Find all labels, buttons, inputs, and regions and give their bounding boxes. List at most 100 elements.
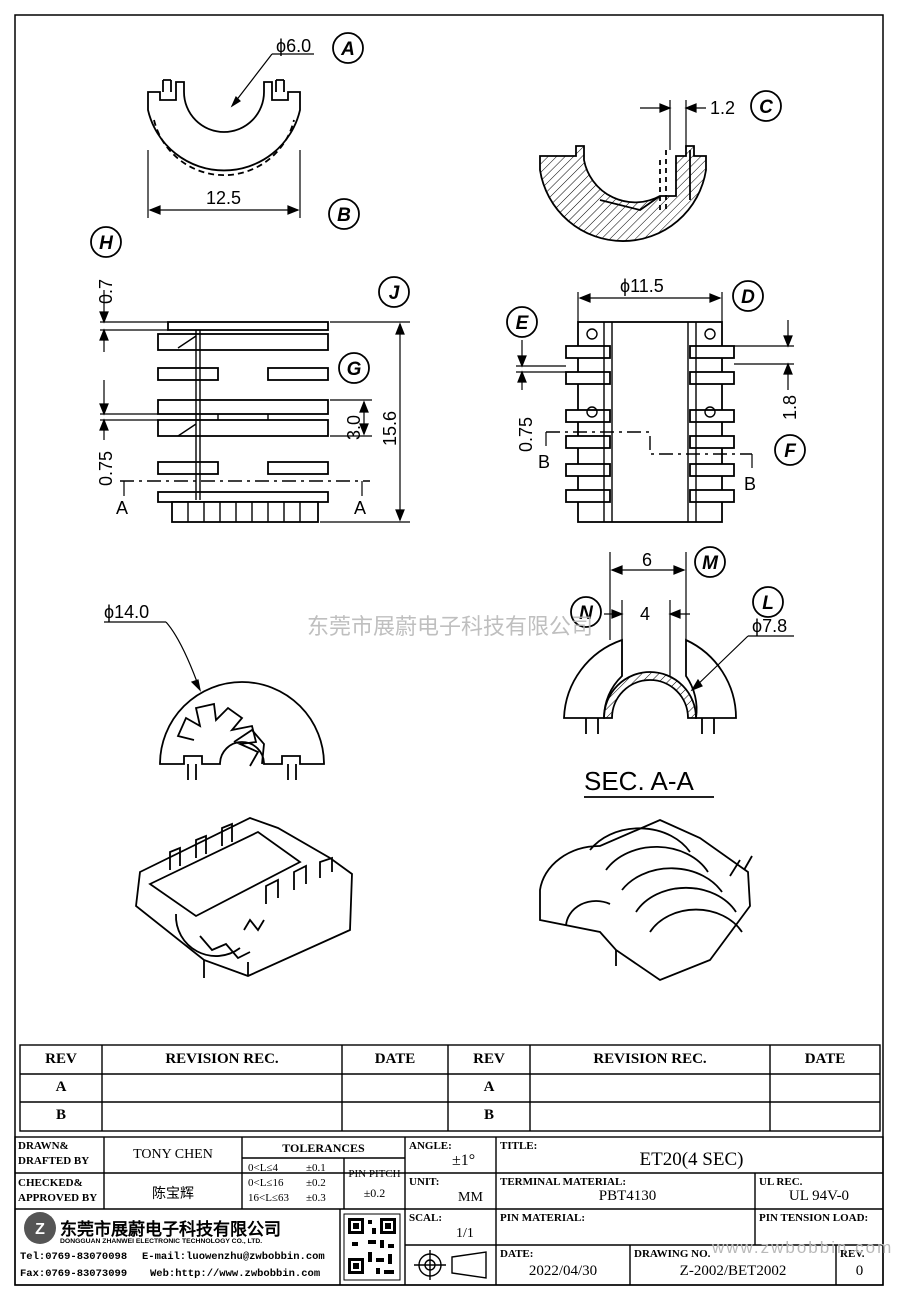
checked-label-2: APPROVED BY xyxy=(18,1192,98,1204)
tol-value-3: ±0.3 xyxy=(306,1192,326,1204)
dim-d78 xyxy=(690,635,794,692)
dim-h07 xyxy=(99,290,168,352)
dim-d115 xyxy=(577,292,723,322)
ul-value: UL 94V-0 xyxy=(788,1188,850,1204)
rev-value: 0 xyxy=(855,1263,864,1279)
rev-row-a-right: A xyxy=(483,1079,495,1095)
rev-row-b-left: B xyxy=(55,1107,66,1123)
dim-h07-label: 0.7 xyxy=(96,279,116,304)
section-mark-a-right: A xyxy=(354,498,366,518)
callout-d: D xyxy=(732,280,764,312)
dim-h30-label: 3.0 xyxy=(344,415,364,440)
rev-header-date-2: DATE xyxy=(804,1051,846,1067)
svg-text:H: H xyxy=(99,233,114,254)
rev-header-date-1: DATE xyxy=(374,1051,416,1067)
side-view-left xyxy=(157,321,329,523)
callout-j: J xyxy=(378,276,410,308)
callout-l: L xyxy=(752,586,784,618)
dim-w6-label: 6 xyxy=(642,550,652,570)
svg-text:G: G xyxy=(347,359,362,380)
dim-h075a xyxy=(99,380,158,440)
dim-h156-label: 15.6 xyxy=(380,411,400,446)
tol-value-2: ±0.2 xyxy=(306,1177,326,1189)
revision-table xyxy=(19,1044,881,1132)
dim-w125 xyxy=(147,150,301,218)
callout-m: M xyxy=(694,546,726,578)
svg-text:N: N xyxy=(579,603,594,624)
svg-text:D: D xyxy=(741,287,755,308)
dim-h18-label: 1.8 xyxy=(780,395,800,420)
unit-value: MM xyxy=(458,1190,483,1205)
angle-value: ±1° xyxy=(452,1152,476,1169)
terminal-material-label: TERMINAL MATERIAL: xyxy=(500,1176,627,1188)
dim-w4 xyxy=(604,600,690,676)
drawing-no-value: Z-2002/BET2002 xyxy=(679,1263,787,1279)
scale-value: 1/1 xyxy=(456,1226,474,1241)
dim-t12 xyxy=(640,100,706,150)
pin-material-label: PIN MATERIAL: xyxy=(500,1212,586,1224)
rev-label: REV. xyxy=(840,1248,865,1260)
callout-c: C xyxy=(750,90,782,122)
callout-f: F xyxy=(774,434,806,466)
scale-label: SCAL: xyxy=(409,1212,443,1224)
company-fax: Fax:0769-83073099 xyxy=(20,1268,128,1280)
side-view-left-details xyxy=(120,330,370,522)
side-view-right-details xyxy=(546,322,752,522)
rev-header-rec-2: REVISION REC. xyxy=(593,1051,707,1067)
drawn-label-1: DRAWN& xyxy=(18,1140,69,1152)
svg-text:C: C xyxy=(759,97,773,118)
dim-d78-label: ϕ7.8 xyxy=(752,616,787,636)
callout-h: H xyxy=(90,226,122,258)
checked-by: 陈宝辉 xyxy=(152,1187,194,1202)
dim-t12-label: 1.2 xyxy=(710,98,735,118)
dim-h075b xyxy=(516,340,566,390)
rev-header-rev-1: REV xyxy=(45,1051,77,1067)
company-logo: Z xyxy=(24,1212,56,1244)
dim-h075a-label: 0.75 xyxy=(96,451,116,486)
svg-text:L: L xyxy=(762,593,774,614)
svg-text:M: M xyxy=(702,553,719,574)
section-view-c xyxy=(539,145,707,242)
svg-text:Z: Z xyxy=(35,1221,45,1238)
top-view-half-ring xyxy=(147,79,301,177)
tolerances-label: TOLERANCES xyxy=(282,1141,365,1155)
dim-d6 xyxy=(230,53,314,108)
watermark-url: www.zwbobbin.com xyxy=(712,1238,894,1257)
section-aa-view xyxy=(563,638,737,734)
pin-pitch-value: ±0.2 xyxy=(363,1186,386,1200)
callout-g: G xyxy=(338,352,370,384)
company-name-en: DONGGUAN ZHANWEI ELECTRONIC TECHNOLOGY C… xyxy=(60,1238,263,1245)
company-name-cn: 东莞市展蔚电子科技有限公司 xyxy=(60,1220,281,1240)
dim-w6 xyxy=(609,552,687,640)
checked-label-1: CHECKED& xyxy=(18,1177,83,1189)
dim-h156 xyxy=(320,321,410,523)
section-marks-b xyxy=(545,432,753,468)
angle-label: ANGLE: xyxy=(409,1140,452,1152)
svg-text:A: A xyxy=(340,39,355,60)
iso-view-left xyxy=(135,817,353,978)
tol-range-1: 0<L≤4 xyxy=(248,1162,278,1174)
section-aa-title: SEC. A-A xyxy=(584,766,694,796)
company-email: E-mail:luowenzhu@zwbobbin.com xyxy=(142,1251,325,1263)
projection-symbol xyxy=(414,1250,487,1280)
dim-d14-label: ϕ14.0 xyxy=(104,602,149,622)
dim-h075b-label: 0.75 xyxy=(516,417,536,452)
pin-tension-label: PIN TENSION LOAD: xyxy=(759,1212,869,1224)
dim-w4-label: 4 xyxy=(640,604,650,624)
dim-d115-label: ϕ11.5 xyxy=(620,276,664,296)
callout-e: E xyxy=(506,306,538,338)
svg-text:F: F xyxy=(784,441,797,462)
tol-value-1: ±0.1 xyxy=(306,1162,326,1174)
terminal-material-value: PBT4130 xyxy=(598,1188,657,1204)
tol-range-2: 0<L≤16 xyxy=(248,1177,284,1189)
section-mark-a-left: A xyxy=(116,498,128,518)
iso-view-right xyxy=(539,819,753,982)
unit-label: UNIT: xyxy=(409,1176,440,1188)
dim-w125-label: 12.5 xyxy=(206,188,241,208)
watermark: 东莞市展蔚电子科技有限公司 xyxy=(307,614,593,639)
flange-view xyxy=(159,681,325,780)
drawn-label-2: DRAFTED BY xyxy=(18,1155,90,1167)
callout-n: N xyxy=(570,596,602,628)
dim-h18 xyxy=(734,320,794,390)
